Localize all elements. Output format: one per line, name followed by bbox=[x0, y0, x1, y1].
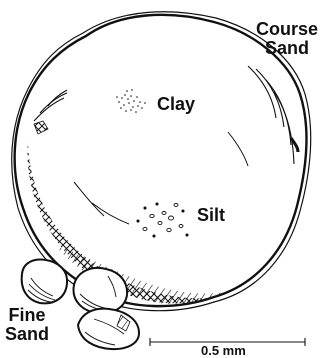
coarse-sand-label-line-2: Sand bbox=[256, 39, 318, 58]
coarse-sand-grain bbox=[15, 15, 307, 306]
fine-sand-label-line-2: Sand bbox=[0, 325, 54, 344]
clay-label: Clay bbox=[157, 95, 195, 113]
silt-label: Silt bbox=[197, 206, 225, 224]
fine-sand-label: Fine Sand bbox=[0, 306, 54, 344]
scale-label: 0.5 mm bbox=[201, 344, 246, 357]
coarse-sand-label-line-1: Course bbox=[256, 20, 318, 39]
coarse-sand-label: Course Sand bbox=[256, 20, 318, 58]
fine-sand-label-line-1: Fine bbox=[0, 306, 54, 325]
